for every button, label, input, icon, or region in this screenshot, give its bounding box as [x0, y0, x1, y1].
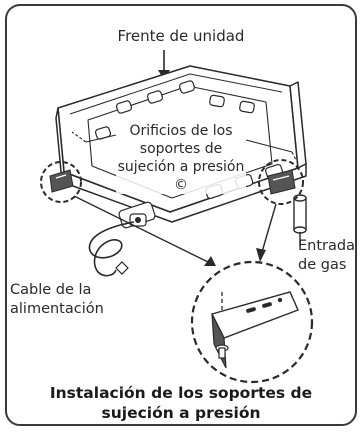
outer-frame — [5, 4, 357, 426]
front-label: Frente de unidad — [117, 27, 245, 45]
gas-inlet-label: Entrada de gas — [298, 238, 355, 273]
holes-label: Orificios de los soportes de sujeción a … — [116, 122, 246, 194]
left-bracket-callout — [40, 161, 82, 203]
figure-caption: Instalación de los soportes de sujeción … — [49, 384, 313, 422]
holes-leaders — [71, 131, 297, 161]
detail-arrows — [73, 195, 301, 266]
right-bracket-callout — [258, 159, 304, 205]
bracket-detail-circle — [190, 260, 314, 384]
power-plug — [115, 261, 129, 275]
power-cable-label: Cable de la alimentación — [10, 282, 104, 317]
socket — [129, 213, 147, 227]
gas-inlet-pipe — [293, 194, 307, 234]
power-cable — [88, 221, 135, 277]
